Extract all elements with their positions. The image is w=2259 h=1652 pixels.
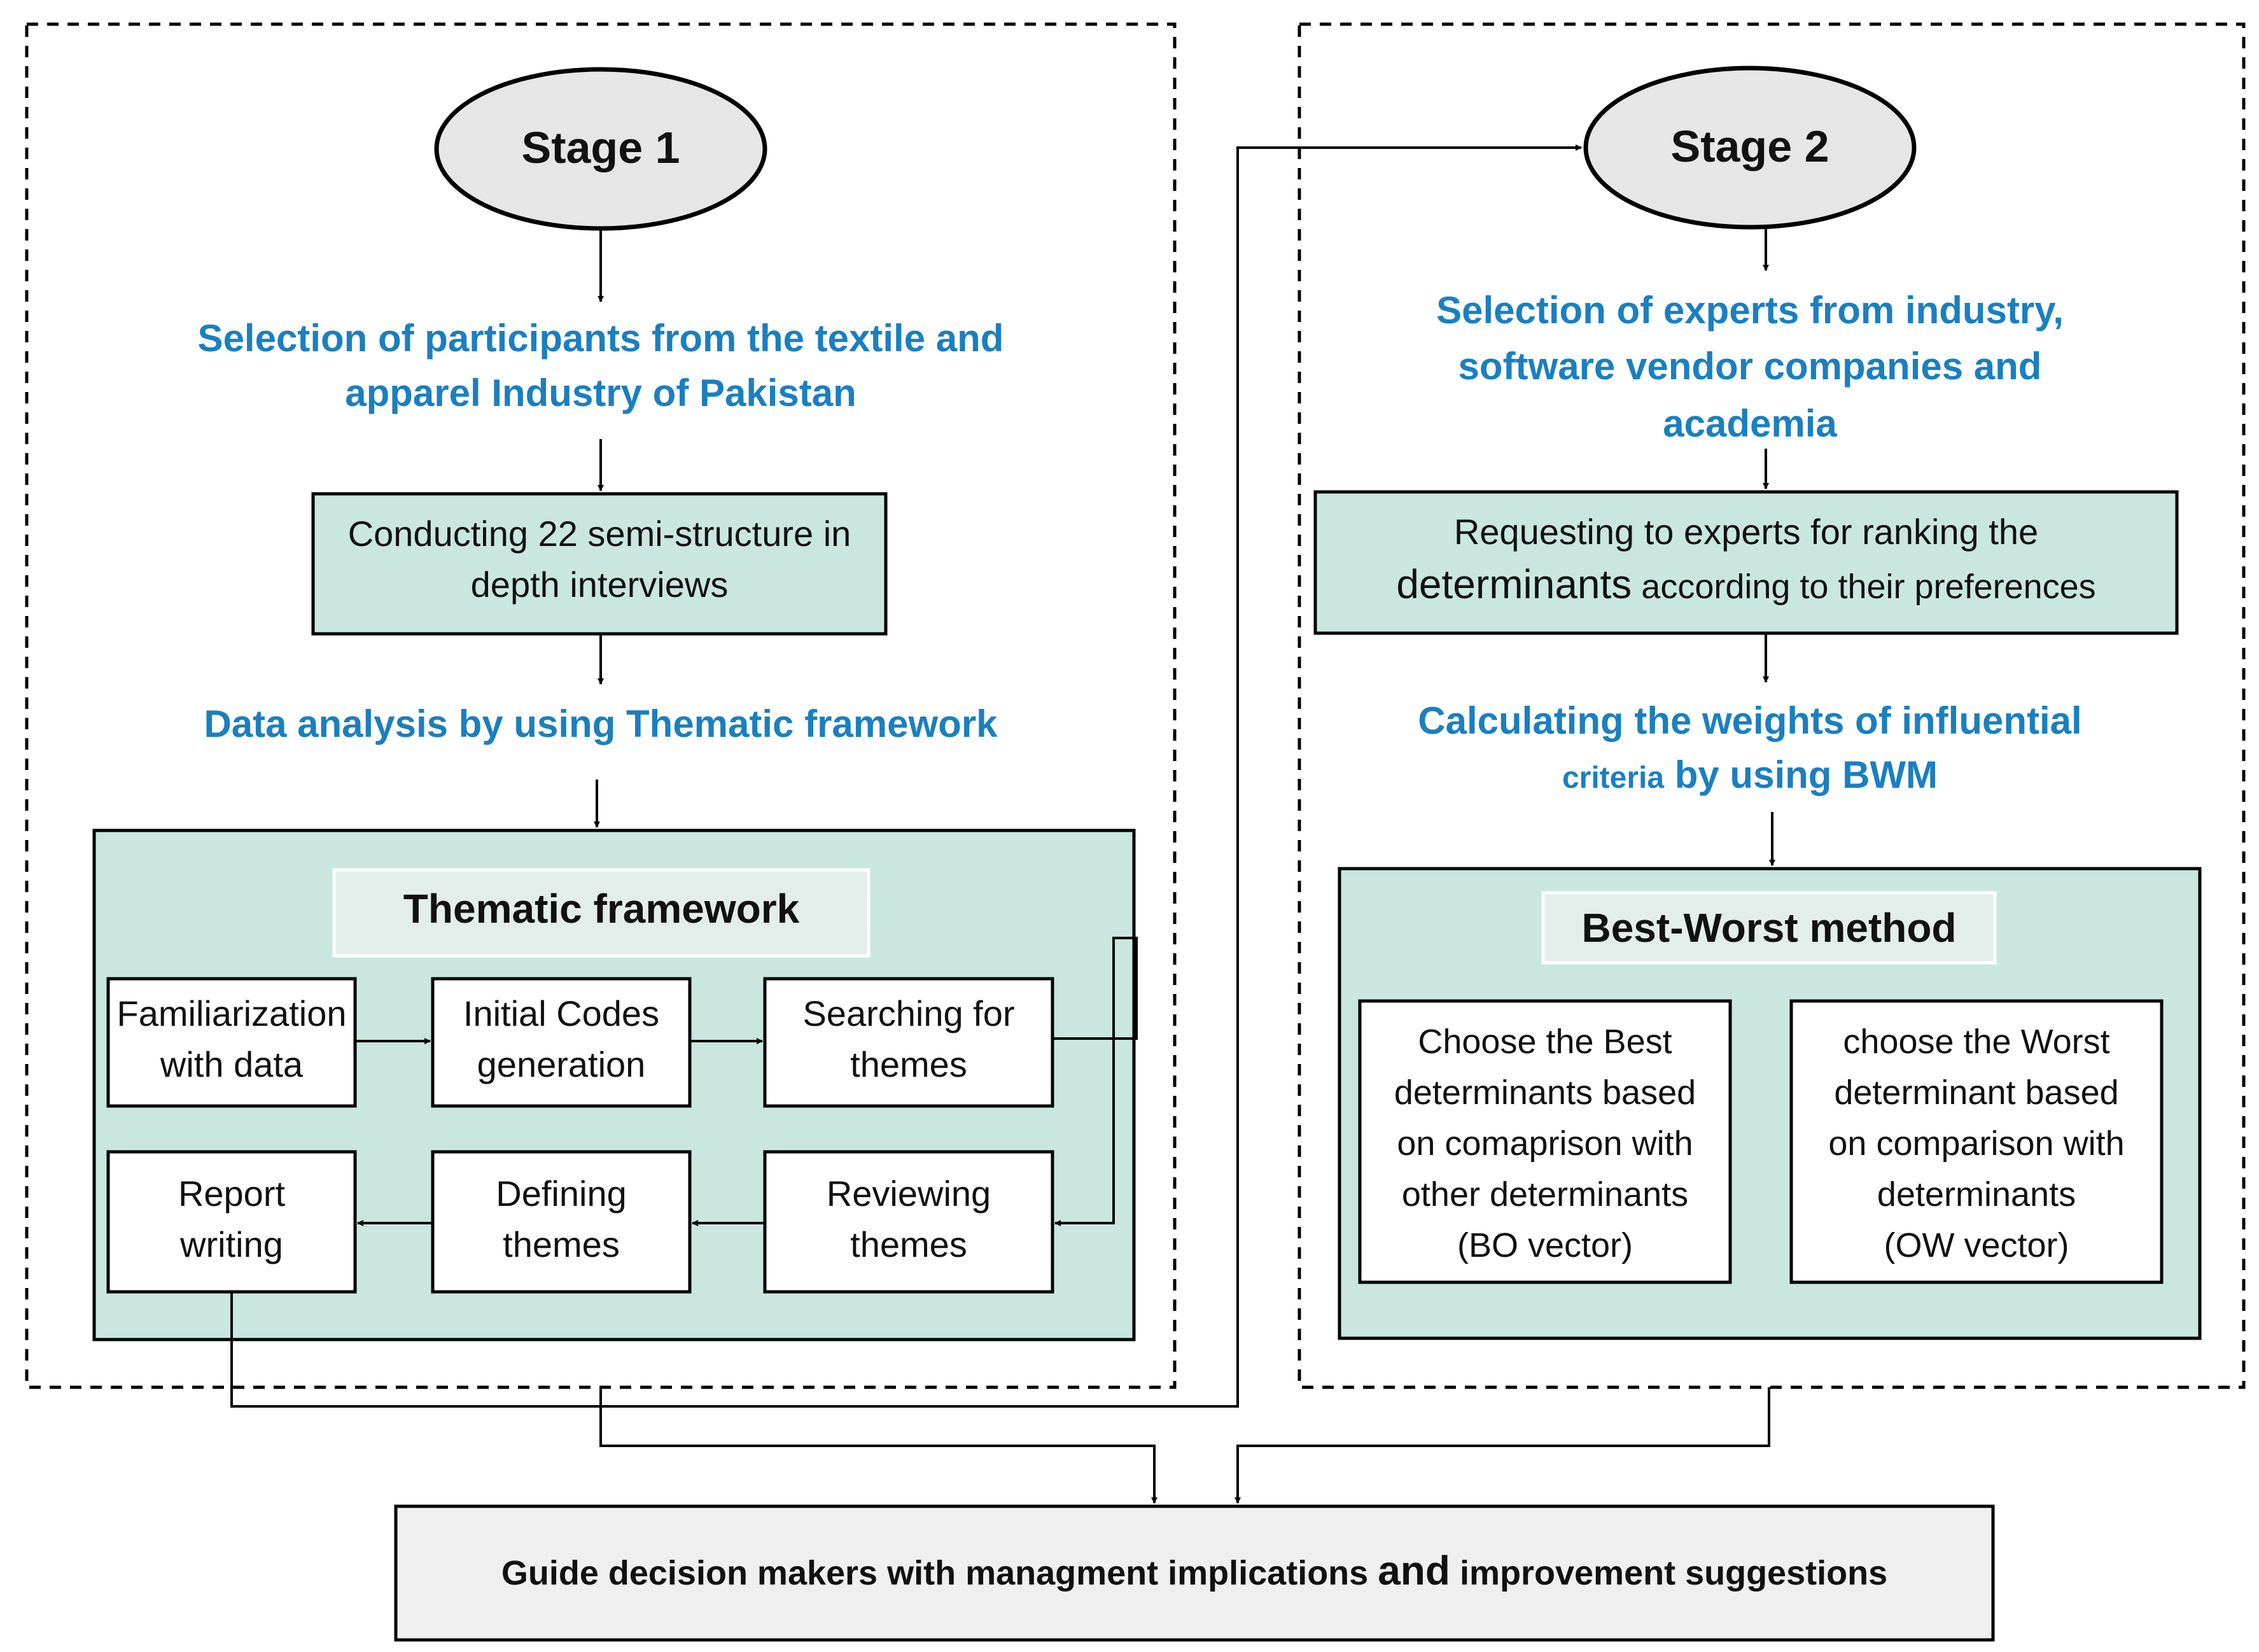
request-line1: Requesting to experts for ranking the xyxy=(1454,512,2038,552)
worst-line4: determinants xyxy=(1877,1175,2076,1214)
weights-line2-rest: by using BWM xyxy=(1664,753,1938,796)
best-line1: Choose the Best xyxy=(1418,1023,1672,1061)
stage2-ellipse xyxy=(1583,66,1917,230)
searching-line2: themes xyxy=(850,1044,967,1084)
defining-box xyxy=(431,1150,692,1294)
stage2-label: Stage 2 xyxy=(1671,122,1829,171)
interviews-line2: depth interviews xyxy=(471,564,729,605)
worst-line1: choose the Worst xyxy=(1843,1023,2109,1061)
thematic-framework-title: Thematic framework xyxy=(403,886,800,932)
outcome-box xyxy=(394,1504,1995,1642)
initial-codes-line2: generation xyxy=(477,1044,646,1084)
stage2-selection-line2: software vendor companies and xyxy=(1458,345,2042,388)
worst-line3: on comparison with xyxy=(1828,1124,2124,1163)
worst-line5: (OW vector) xyxy=(1884,1226,2069,1264)
searching-line1: Searching for xyxy=(802,993,1014,1033)
stage1-selection-line2: apparel Industry of Pakistan xyxy=(345,372,857,414)
outcome-text: Guide decision makers with managment imp… xyxy=(501,1548,1887,1593)
best-line5: (BO vector) xyxy=(1457,1226,1633,1264)
familiarization-line2: with data xyxy=(160,1044,304,1084)
arrow-stage1-to-outcome xyxy=(599,1387,1157,1504)
outcome-part1: Guide decision makers with managment imp… xyxy=(501,1554,1378,1592)
best-line2: determinants based xyxy=(1394,1074,1696,1112)
worst-line2: determinant based xyxy=(1834,1074,2118,1112)
outcome-part2: improvement suggestions xyxy=(1450,1554,1887,1592)
stage2-selection-line1: Selection of experts from industry, xyxy=(1436,289,2064,332)
stage2-selection-line3: academia xyxy=(1663,402,1837,445)
best-box xyxy=(1358,999,1732,1284)
searching-box xyxy=(763,977,1054,1108)
outcome-and: and xyxy=(1378,1548,1450,1593)
arrow-report-to-stage2 xyxy=(230,144,1582,1408)
weights-line2: criteria by using BWM xyxy=(1562,753,1938,796)
request-box xyxy=(1313,490,2179,635)
defining-line1: Defining xyxy=(496,1173,626,1214)
request-line2-big: determinants xyxy=(1396,561,1632,607)
stage1-label: Stage 1 xyxy=(522,123,680,172)
arrow-stage2-to-outcome xyxy=(1234,1387,1770,1504)
defining-line2: themes xyxy=(503,1224,620,1264)
report-line1: Report xyxy=(178,1173,286,1214)
stage1-selection-line1: Selection of participants from the texti… xyxy=(198,317,1004,360)
stage1-analysis-text: Data analysis by using Thematic framewor… xyxy=(204,703,998,745)
interviews-line1: Conducting 22 semi-structure in xyxy=(348,514,851,554)
request-line2: determinants according to their preferen… xyxy=(1396,561,2095,607)
best-line4: other determinants xyxy=(1402,1175,1688,1214)
bwm-title: Best-Worst method xyxy=(1581,905,1956,951)
weights-line2-small: criteria xyxy=(1562,761,1664,795)
reviewing-line1: Reviewing xyxy=(827,1173,991,1214)
reviewing-box xyxy=(763,1150,1054,1294)
weights-line1: Calculating the weights of influential xyxy=(1418,699,2081,742)
bwm-title-box xyxy=(1541,891,1997,965)
worst-box xyxy=(1789,999,2164,1284)
best-line3: on comaprison with xyxy=(1397,1124,1693,1163)
initial-codes-line1: Initial Codes xyxy=(463,993,659,1033)
arrow-searching-to-reviewing xyxy=(1053,937,1138,1226)
familiarization-line1: Familiarization xyxy=(117,993,347,1033)
report-line2: writing xyxy=(179,1224,283,1264)
request-line2-rest: according to their preferences xyxy=(1632,568,2095,606)
reviewing-line2: themes xyxy=(850,1224,967,1264)
report-box xyxy=(106,1150,357,1294)
thematic-framework-title-box xyxy=(332,868,871,958)
stage2-container xyxy=(1297,22,2246,1389)
